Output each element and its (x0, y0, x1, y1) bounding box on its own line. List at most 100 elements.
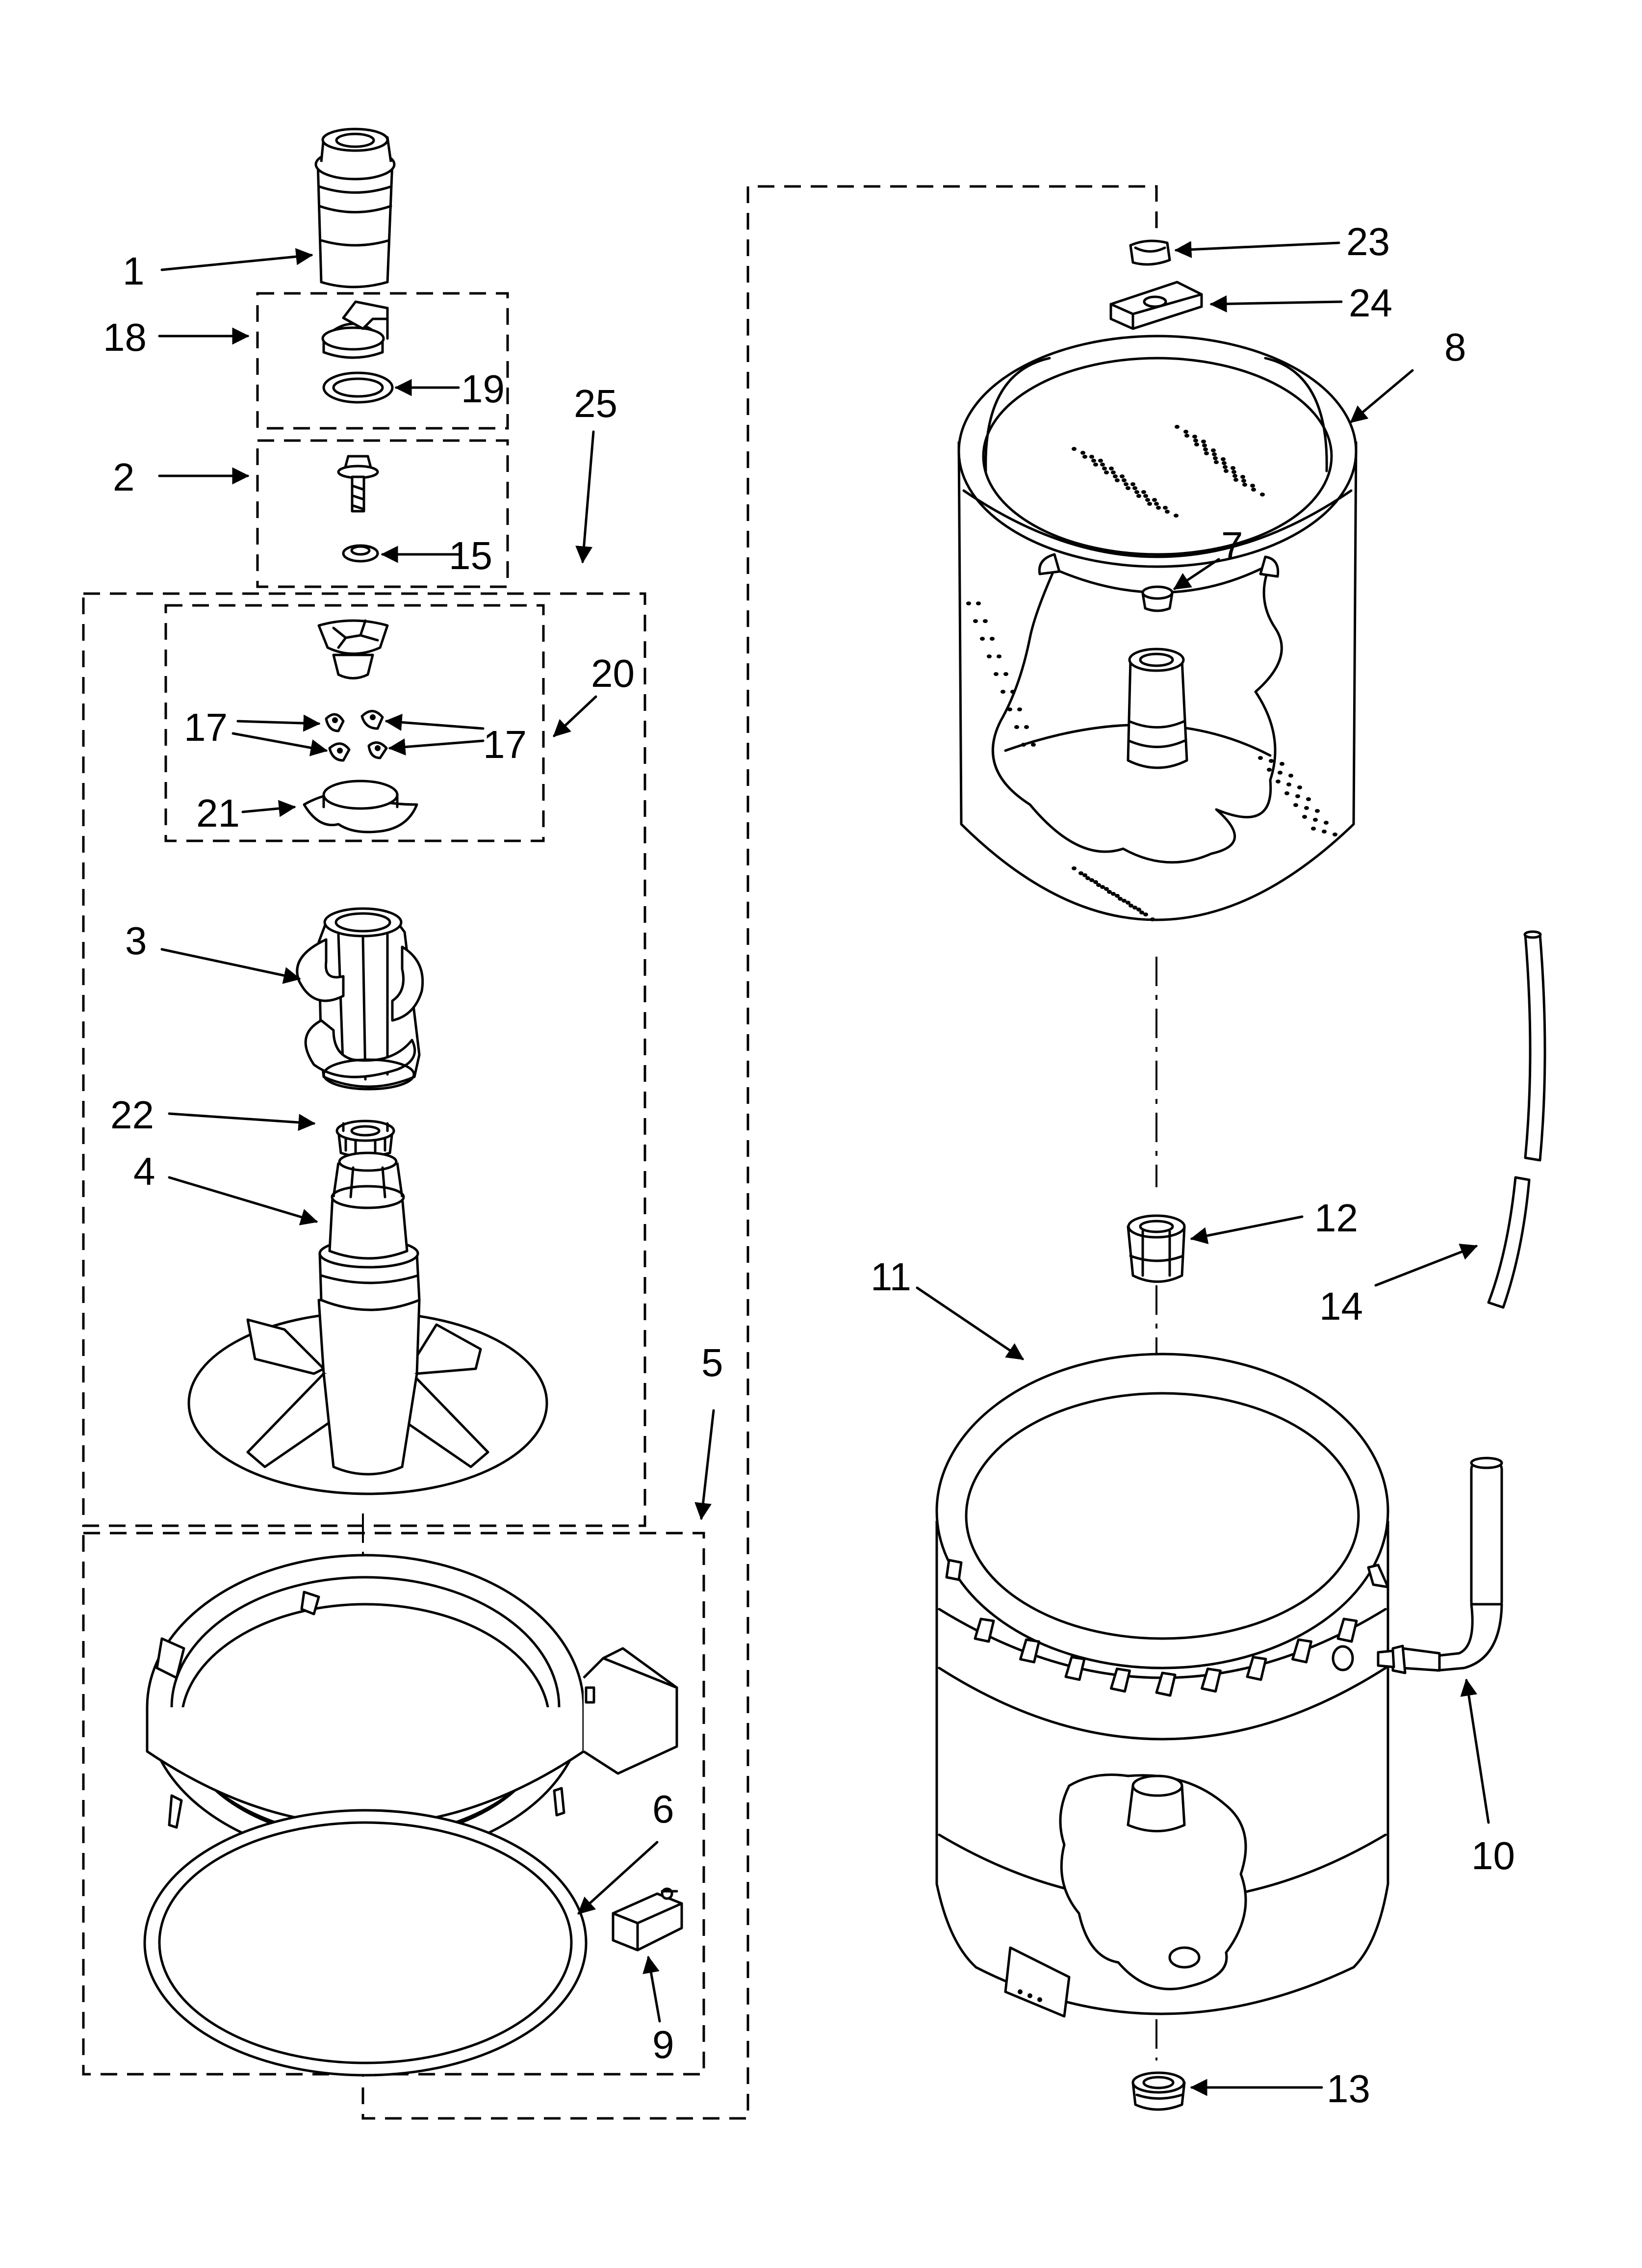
basket-hole (1333, 833, 1337, 836)
basket-hole (987, 654, 992, 658)
basket-hole (1104, 470, 1109, 474)
tub-tab (1291, 1638, 1312, 1664)
basket-hole (1288, 774, 1293, 778)
basket-hole (1132, 486, 1137, 490)
basket-hole (1278, 771, 1283, 775)
basket-hole (997, 654, 1001, 658)
basket-hole (1115, 894, 1120, 898)
basket-hole (976, 601, 981, 605)
callout-24: 24 (1349, 281, 1392, 325)
basket-hole (1183, 430, 1188, 434)
basket-hole (1080, 451, 1085, 455)
callout-11: 11 (871, 1255, 911, 1299)
basket-hole (1078, 871, 1083, 875)
basket-hole (1231, 466, 1235, 470)
callout-15: 15 (449, 534, 492, 577)
basket-hole (1109, 467, 1114, 470)
basket-hole (1003, 672, 1008, 676)
basket-hole (1250, 484, 1255, 488)
basket-hole (1221, 457, 1226, 461)
part-5-ring (146, 1554, 678, 1895)
basket-hole (994, 672, 999, 676)
box-25 (82, 592, 646, 1527)
basket-hole (1232, 474, 1237, 478)
basket-hole (1175, 425, 1180, 429)
basket-hole (1184, 434, 1189, 438)
basket-hole (1141, 490, 1146, 494)
part-1-dispenser (314, 128, 396, 288)
basket-hole (1251, 488, 1256, 492)
basket-hole (1129, 904, 1133, 908)
callout-12: 12 (1314, 1196, 1358, 1240)
basket-hole (1201, 440, 1206, 443)
basket-hole (1242, 483, 1247, 487)
box-20 (164, 604, 545, 842)
basket-hole (1111, 470, 1116, 474)
box-18-19 (256, 292, 509, 430)
basket-hole (1107, 890, 1112, 894)
basket-hole (1145, 498, 1150, 502)
basket-hole (1139, 911, 1144, 914)
basket-hole (1010, 690, 1015, 694)
basket-hole (1222, 461, 1227, 465)
basket-hole (1136, 908, 1141, 912)
basket-hole (1293, 803, 1298, 807)
basket-hole (1017, 707, 1022, 711)
callout-19: 19 (461, 367, 505, 411)
part-9-switch (612, 1887, 683, 1952)
callout-6: 6 (652, 1787, 674, 1831)
basket-hole (980, 637, 985, 641)
basket-hole (1104, 887, 1109, 891)
basket-hole (1132, 906, 1137, 910)
basket-hole (1297, 785, 1302, 789)
basket-hole (1089, 878, 1094, 882)
basket-hole (1143, 912, 1148, 916)
basket-hole (1126, 486, 1130, 490)
basket-hole (1213, 456, 1218, 460)
callout-4: 4 (133, 1149, 155, 1193)
callout-21: 21 (196, 791, 240, 835)
basket-hole (973, 619, 978, 623)
basket-hole (1143, 494, 1148, 498)
basket-hole (1311, 827, 1316, 831)
basket-holes (966, 425, 1337, 921)
tub-tab (1201, 1668, 1222, 1693)
part-21-ramp (303, 780, 418, 834)
basket-hole (1082, 455, 1087, 459)
basket-hole (1174, 514, 1179, 518)
part-3-auger (296, 907, 424, 1091)
basket-hole (1194, 443, 1199, 446)
basket-hole (1007, 707, 1012, 711)
callout-1: 1 (123, 249, 145, 293)
basket-hole (966, 601, 971, 605)
part-12-coupling (1127, 1214, 1186, 1283)
basket-hole (1085, 876, 1090, 880)
basket-hole (1302, 815, 1307, 819)
basket-hole (1211, 448, 1216, 452)
part-18-cam (321, 300, 389, 359)
tub-tab (1155, 1671, 1177, 1697)
basket-hole (1124, 482, 1129, 486)
callout-7: 7 (1221, 524, 1243, 568)
basket-hole (1093, 463, 1098, 467)
part-8-basket (957, 335, 1358, 921)
basket-hole (1150, 917, 1155, 921)
basket-hole (1260, 493, 1265, 496)
basket-hole (1156, 506, 1161, 510)
part-13-plug (1131, 2071, 1186, 2111)
callout-5: 5 (701, 1341, 723, 1384)
part-20-cap (317, 619, 389, 679)
basket-hole (1204, 451, 1209, 455)
basket-hole (1118, 897, 1123, 901)
basket-hole (1111, 892, 1116, 896)
basket-hole (1072, 447, 1077, 451)
tub-tab (1110, 1668, 1131, 1693)
basket-hole (1163, 506, 1168, 510)
part-15-washer (342, 544, 379, 563)
basket-hole (1258, 756, 1263, 760)
basket-hole (1214, 460, 1219, 464)
basket-hole (1001, 690, 1005, 694)
basket-hole (1024, 725, 1029, 729)
basket-hole (1304, 806, 1309, 810)
